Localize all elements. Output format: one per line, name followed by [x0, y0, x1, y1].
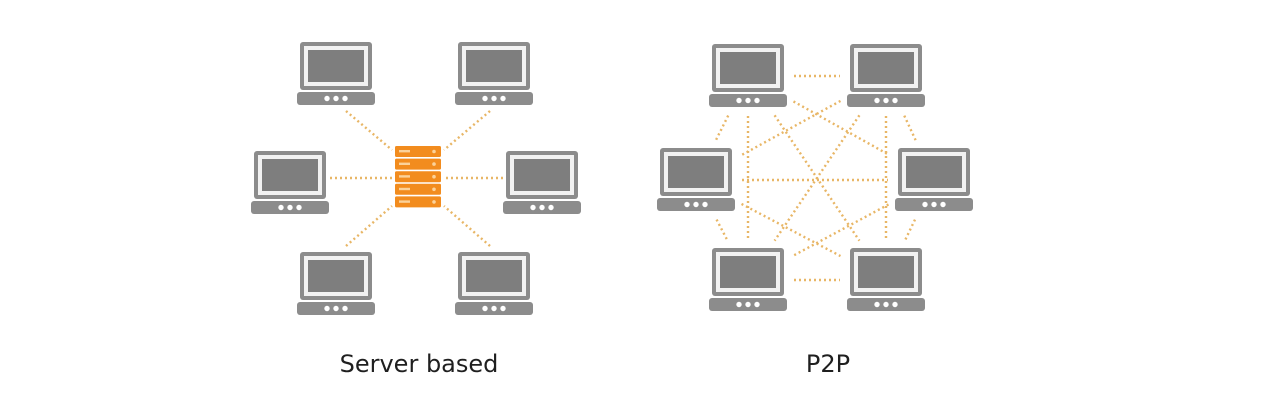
peer-laptop — [847, 248, 925, 311]
laptop-indicator-dot — [736, 97, 742, 104]
server-unit — [395, 171, 441, 183]
network-nodes — [251, 42, 973, 315]
p2p-link — [903, 219, 917, 241]
laptop-indicator-dot — [883, 301, 889, 308]
laptop-indicator-dot — [745, 301, 751, 308]
server-led — [432, 187, 436, 192]
server-unit — [395, 158, 441, 170]
server-link — [443, 205, 491, 247]
server-unit — [395, 146, 441, 157]
network-topology-diagram — [251, 42, 973, 315]
laptop-indicator-dot — [491, 305, 497, 312]
server-led — [432, 174, 436, 179]
server-slot — [399, 200, 410, 203]
client-laptop — [455, 252, 533, 315]
laptop-indicator-dot — [693, 201, 699, 208]
p2p-link — [792, 203, 890, 257]
laptop-indicator-dot — [892, 97, 898, 104]
server-rack-icon — [395, 146, 441, 208]
laptop-indicator-dot — [500, 95, 506, 102]
laptop-screen — [720, 256, 776, 288]
client-laptop — [455, 42, 533, 105]
laptop-indicator-dot — [491, 95, 497, 102]
laptop-indicator-dot — [287, 204, 293, 211]
laptop-indicator-dot — [940, 201, 946, 208]
laptop-indicator-dot — [874, 97, 880, 104]
laptop-indicator-dot — [500, 305, 506, 312]
laptop-screen — [308, 50, 364, 82]
p2p-link — [740, 202, 842, 258]
laptop-indicator-dot — [883, 97, 889, 104]
p2p-link — [773, 114, 861, 242]
laptop-screen — [720, 52, 776, 84]
peer-laptop — [709, 248, 787, 311]
p2p-caption: P2P — [805, 350, 851, 378]
server-link — [345, 205, 393, 247]
laptop-indicator-dot — [745, 97, 751, 104]
laptop-screen — [858, 52, 914, 84]
server-led — [432, 149, 436, 154]
server-slot — [399, 187, 410, 191]
server-unit — [395, 183, 441, 195]
laptop-screen — [668, 156, 724, 188]
p2p-connections — [714, 74, 917, 282]
laptop-indicator-dot — [296, 204, 302, 211]
server-led — [432, 200, 436, 204]
server-slot — [399, 162, 410, 165]
laptop-screen — [466, 50, 522, 82]
peer-laptop — [657, 148, 735, 211]
laptop-screen — [858, 256, 914, 288]
laptop-indicator-dot — [931, 201, 937, 208]
laptop-indicator-dot — [278, 204, 284, 211]
p2p-link — [715, 218, 729, 242]
client-laptop — [503, 151, 581, 214]
server-led — [432, 162, 436, 166]
laptop-indicator-dot — [482, 305, 488, 312]
laptop-screen — [514, 159, 570, 191]
laptop-indicator-dot — [324, 95, 330, 102]
peer-laptop — [895, 148, 973, 211]
peer-laptop — [709, 44, 787, 107]
laptop-screen — [308, 260, 364, 292]
server-connections — [330, 110, 508, 247]
peer-laptop — [847, 44, 925, 107]
p2p-link — [903, 115, 917, 141]
server-unit — [395, 196, 441, 208]
server-link — [443, 110, 491, 151]
laptop-indicator-dot — [892, 301, 898, 308]
p2p-link — [740, 99, 842, 157]
laptop-indicator-dot — [684, 201, 690, 208]
p2p-link — [714, 115, 730, 141]
server-slot — [399, 175, 410, 178]
laptop-indicator-dot — [530, 204, 536, 211]
client-laptop — [297, 42, 375, 105]
server-slot — [399, 150, 410, 153]
laptop-indicator-dot — [736, 301, 742, 308]
laptop-indicator-dot — [548, 204, 554, 211]
client-laptop — [297, 252, 375, 315]
laptop-indicator-dot — [482, 95, 488, 102]
p2p-link — [792, 100, 890, 156]
laptop-indicator-dot — [333, 305, 339, 312]
laptop-indicator-dot — [702, 201, 708, 208]
laptop-indicator-dot — [333, 95, 339, 102]
laptop-screen — [466, 260, 522, 292]
laptop-indicator-dot — [874, 301, 880, 308]
laptop-indicator-dot — [342, 95, 348, 102]
laptop-indicator-dot — [754, 97, 760, 104]
laptop-indicator-dot — [342, 305, 348, 312]
server-based-caption: Server based — [339, 350, 499, 378]
laptop-screen — [906, 156, 962, 188]
server-link — [345, 110, 393, 151]
laptop-indicator-dot — [754, 301, 760, 308]
laptop-screen — [262, 159, 318, 191]
laptop-indicator-dot — [922, 201, 928, 208]
laptop-indicator-dot — [539, 204, 545, 211]
laptop-indicator-dot — [324, 305, 330, 312]
client-laptop — [251, 151, 329, 214]
